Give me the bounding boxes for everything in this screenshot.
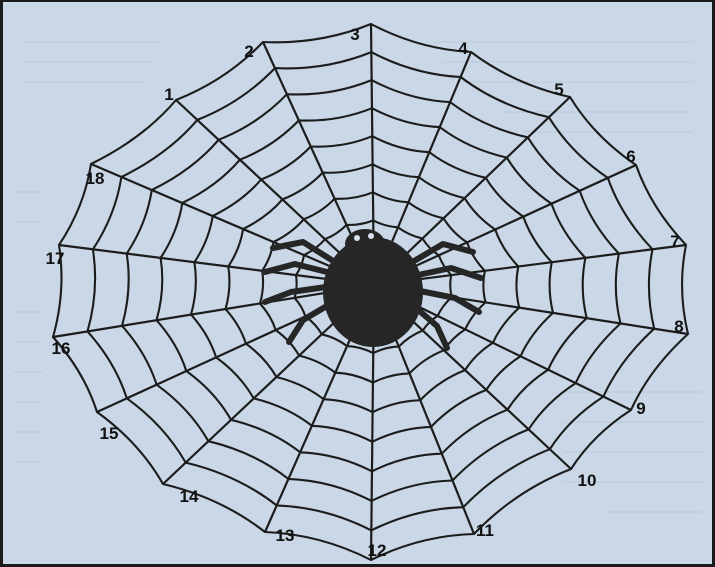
spoke-label-13: 13 xyxy=(276,526,295,545)
spoke-label-5: 5 xyxy=(554,80,563,99)
spoke-label-17: 17 xyxy=(46,249,65,268)
spoke-label-6: 6 xyxy=(626,147,635,166)
spoke-label-3: 3 xyxy=(350,25,359,44)
spider-eye xyxy=(354,235,360,241)
spoke-label-16: 16 xyxy=(52,339,71,358)
spoke-label-2: 2 xyxy=(244,42,253,61)
spoke-label-15: 15 xyxy=(100,424,119,443)
spoke-label-14: 14 xyxy=(180,487,199,506)
spoke-label-18: 18 xyxy=(86,169,105,188)
spoke-label-1: 1 xyxy=(164,85,173,104)
spider-head xyxy=(345,229,385,259)
spoke-label-4: 4 xyxy=(458,39,468,58)
spoke-label-9: 9 xyxy=(636,399,645,418)
spoke-label-7: 7 xyxy=(670,232,679,251)
spoke-label-11: 11 xyxy=(476,521,494,540)
spoke-label-8: 8 xyxy=(674,317,683,336)
spider-eye xyxy=(368,233,374,239)
spoke-label-12: 12 xyxy=(368,541,387,560)
spoke-label-10: 10 xyxy=(578,471,597,490)
